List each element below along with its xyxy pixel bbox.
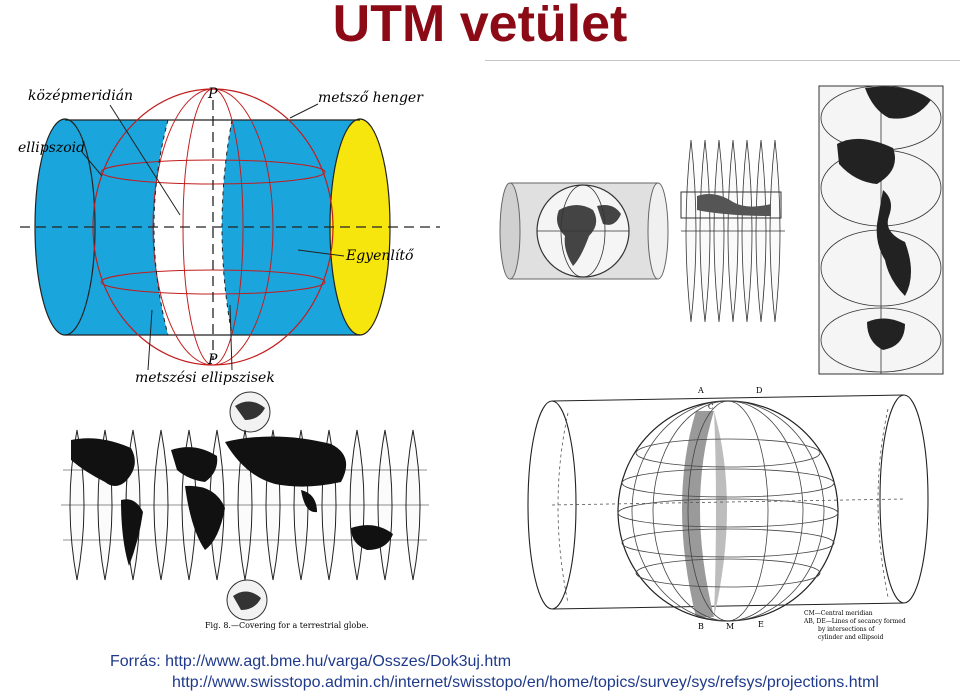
legend-line-2: AB, DE—Lines of secancy formed [803, 618, 906, 625]
secant-cylinder-diagram: középmeridián P metsző henger ellipszoid… [0, 60, 470, 390]
label-d: D [756, 386, 762, 395]
label-p-top: P [207, 86, 218, 102]
cylinder-right-end [879, 394, 929, 604]
cylinder-left-end [527, 400, 577, 610]
label-e: E [758, 620, 764, 629]
legend-line-4: cylinder and ellipsoid [818, 634, 884, 641]
label-metszesi-ellipszisek: metszési ellipszisek [135, 370, 275, 386]
source-line-2: http://www.swisstopo.admin.ch/internet/s… [172, 674, 879, 691]
label-metszo-henger: metsző henger [318, 90, 424, 106]
label-a: A [697, 386, 704, 395]
label-kozepmeridian: középmeridián [28, 88, 133, 104]
label-c: C [708, 403, 713, 411]
caption-globe-covering: Fig. 8.—Covering for a terrestrial globe… [205, 621, 369, 630]
globe-gores-illustration: Fig. 8.—Covering for a terrestrial globe… [55, 390, 445, 640]
label-ellipszoid: ellipszoid [18, 140, 85, 156]
label-p-bottom: P [207, 352, 218, 368]
legend-line-1: CM—Central meridian [804, 610, 873, 617]
label-m: M [726, 622, 734, 631]
secant-zone [682, 411, 714, 617]
label-egyenlito: Egyenlítő [345, 248, 415, 264]
transverse-cylinder-diagram: A D C B M E CM—Central meridian AB, DE—L… [508, 383, 948, 645]
label-b: B [698, 622, 704, 631]
page-title: UTM vetület [332, 0, 628, 53]
legend-line-3: by intersections of [818, 626, 875, 633]
cylinder-gores-map-illustration [485, 60, 960, 390]
source-line-1: Forrás: http://www.agt.bme.hu/varga/Ossz… [110, 653, 512, 670]
